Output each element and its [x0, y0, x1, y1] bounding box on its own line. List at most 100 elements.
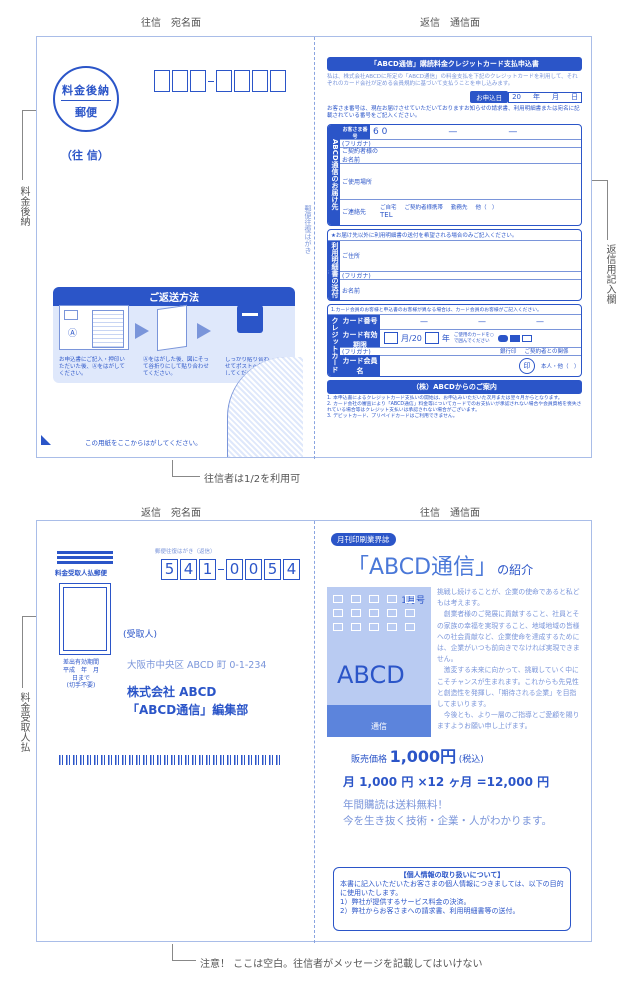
card-no-label: カード番号	[340, 314, 380, 329]
step1-illustration: Ⓐ	[59, 305, 129, 350]
zip-label: 郵便往復はがき（返信）	[155, 549, 216, 555]
bottom-card: 料金受取人払郵便 差出有効期間 平成 年 月 日まで (切手不要) 郵便往復はが…	[36, 520, 592, 943]
leader-line-bottom-top	[172, 460, 173, 476]
reply-stamp-lines	[57, 551, 113, 564]
bottom-left-label: 返信 宛名面	[141, 508, 201, 519]
leader-line-bottom-top-h	[172, 476, 200, 477]
form-note3: 1.カード会員のお客様と申込書のお客様が異なる場合は、カード会員のお客様がご記入…	[331, 307, 542, 313]
rel-label: ご契約者との関係	[524, 349, 569, 356]
tagline: 今を生き抜く技術・企業・人がわかります。	[343, 815, 552, 827]
form-note1: お客さま番号は、現在お届けさせていただいておりますお知らせの請求書、利用明細書ま…	[327, 106, 580, 120]
magazine-title: 「ABCD通信」の紹介	[347, 549, 533, 581]
cover-logo: ABCD	[337, 661, 405, 689]
contact-label: ご連絡先	[342, 208, 367, 216]
date-label: お申込日	[470, 91, 509, 104]
privacy-box: 【個人情報の取り扱いについて】 本書に記入いただいたお客さまの個人情報につきまし…	[333, 867, 571, 931]
peel-corner-triangle-icon	[41, 435, 51, 445]
top-side-right-label: 返信用記入欄	[604, 244, 615, 304]
address-field[interactable]	[380, 164, 581, 199]
form-title: 「ABCD通信」購読料金クレジットカード支払申込書	[327, 57, 582, 71]
zip-digit: 0	[245, 559, 262, 580]
arrow-right-icon	[135, 323, 149, 339]
top-left-label: 往信 宛名面	[141, 18, 201, 29]
privacy-item-1: 1）弊社が提供するサービス料金の決済。	[340, 898, 471, 907]
furigana-label: (フリガナ)	[342, 348, 371, 356]
stamp-line1: 料金後納	[62, 84, 110, 97]
rel-value: 本人・他（ ）	[541, 364, 580, 371]
stamp-line2: 郵便	[75, 106, 97, 119]
top-card: 料金後納 郵便 （往 信） 郵便往復はがき ご返送方法 Ⓐ お申込書にご記入・押…	[36, 36, 592, 459]
recipient-dept: 「ABCD通信」編集部	[127, 703, 249, 717]
peel-note: この用紙をここからはがしてください。	[85, 439, 202, 447]
card-brand-icons	[497, 334, 532, 342]
privacy-title: 【個人情報の取り扱いについて】	[399, 871, 505, 879]
form-intro: 私は、株式会社ABCDに所定の「ABCD通信」の料金支払を下記のクレジットカード…	[327, 74, 578, 88]
magazine-badge: 月刊印刷業界誌	[331, 533, 396, 546]
price-value: 1,000円	[389, 747, 457, 766]
fine-print-2: 2. カード会社の審査により「ABCD通信」料金等についてカードでのお支払いが承…	[327, 401, 582, 414]
top-side-left-label: 料金後納	[18, 186, 29, 226]
bottom-side-left-label: 料金受取人払	[18, 692, 29, 752]
zip-digit: 4	[180, 559, 197, 580]
mailbox-icon	[237, 305, 263, 333]
address2-field[interactable]	[380, 241, 581, 271]
step3-text: しっかり貼り合わせてポストへ投函してください。	[225, 357, 270, 375]
fine-print-3: 3. デビットカード、プリペイドカードはご利用できません。	[327, 414, 458, 420]
magazine-body: 挑戦し続けることが、企業の使命であると私どもは考えます。 創業者様のご発展に貢献…	[437, 588, 580, 731]
zip-digit: 5	[264, 559, 281, 580]
info-bar: （株）ABCDからのご案内	[327, 379, 582, 394]
top-right-label: 返信 通信面	[420, 18, 480, 29]
customer-no-field[interactable]: 6 0 ——	[373, 126, 518, 137]
free-shipping: 年間購読は送料無料！	[343, 799, 448, 811]
price-label: 販売価格	[351, 755, 388, 765]
price-row: 販売価格 1,000円 (税込)	[351, 743, 484, 767]
leader-line-left	[22, 110, 42, 111]
leader-line-right-v	[607, 180, 608, 240]
center-fold-line	[314, 37, 315, 459]
magazine-title-suffix: の紹介	[497, 563, 534, 577]
cover-footer: 通信	[371, 722, 387, 731]
zip-digit: 0	[226, 559, 243, 580]
arrow-right-icon	[197, 323, 211, 339]
leader-line-left2-v	[22, 616, 23, 688]
furigana-label: (フリガナ)	[342, 272, 371, 280]
leader-line-right	[580, 180, 608, 181]
contract-name-field[interactable]	[380, 148, 581, 163]
reply-stamp-box	[59, 583, 111, 655]
contract-name-label: ご契約者様のお名前	[342, 148, 379, 165]
zip-digit: 4	[283, 559, 300, 580]
step2-illustration	[157, 304, 187, 352]
leader-line-left-v	[22, 110, 23, 180]
top-bottom-note: 往信者は1/2を利用可	[204, 474, 301, 485]
statement-side-label: 利用明細書の送付先	[328, 240, 340, 300]
card-name-field[interactable]	[380, 356, 519, 376]
step1-text: お申込書にご記入・押印いただいた後、Ⓐをはがしてください。	[59, 357, 125, 377]
recipient-label: (受取人)	[123, 630, 158, 640]
delivery-section: ABCD通信のお届け先 お客さま番号 6 0 —— (フリガナ) ご契約者様のお…	[327, 123, 582, 226]
privacy-body: 本書に記入いただいたお客さまの個人情報につきましては、以下の目的に使用いたします…	[340, 880, 564, 898]
price-tax: (税込)	[458, 755, 484, 765]
cover-icon-grid	[333, 595, 417, 631]
name2-field[interactable]	[380, 280, 581, 300]
customer-barcode	[59, 755, 283, 765]
magazine-title-text: 「ABCD通信」	[347, 555, 498, 580]
zip-digit: 5	[161, 559, 178, 580]
reply-stamp-sub: 差出有効期間 平成 年 月 日まで (切手不要)	[63, 659, 100, 690]
application-form: 「ABCD通信」購読料金クレジットカード支払申込書 私は、株式会社ABCDに所定…	[327, 57, 582, 421]
contact-options[interactable]: ご自宅ご契約者様携帯勤務先他（ ）	[380, 205, 498, 212]
reply-stamp-title: 料金受取人払郵便	[55, 569, 107, 577]
cover-issue: 1月号	[401, 596, 425, 606]
seal-label: 銀行印	[500, 349, 517, 356]
fine-print: 1. 本申込書によるクレジットカード支払いの開始は、お申込みいただいた次月または…	[327, 396, 582, 421]
address-label: ご使用場所	[342, 178, 373, 186]
tel-label: TEL	[380, 211, 393, 220]
card-no-field[interactable]: ———	[420, 317, 544, 327]
return-method-panel: ご返送方法 Ⓐ お申込書にご記入・押印いただいた後、Ⓐをはがしてください。 Ⓐを…	[53, 287, 295, 383]
name2-label: お名前	[342, 287, 361, 295]
monthly-price: 月 1,000 円 ×12 ヶ月 =12,000 円	[343, 775, 550, 789]
delivery-side-label: ABCD通信のお届け先	[328, 124, 340, 225]
card-exp-label: カード有効期限	[340, 329, 380, 349]
